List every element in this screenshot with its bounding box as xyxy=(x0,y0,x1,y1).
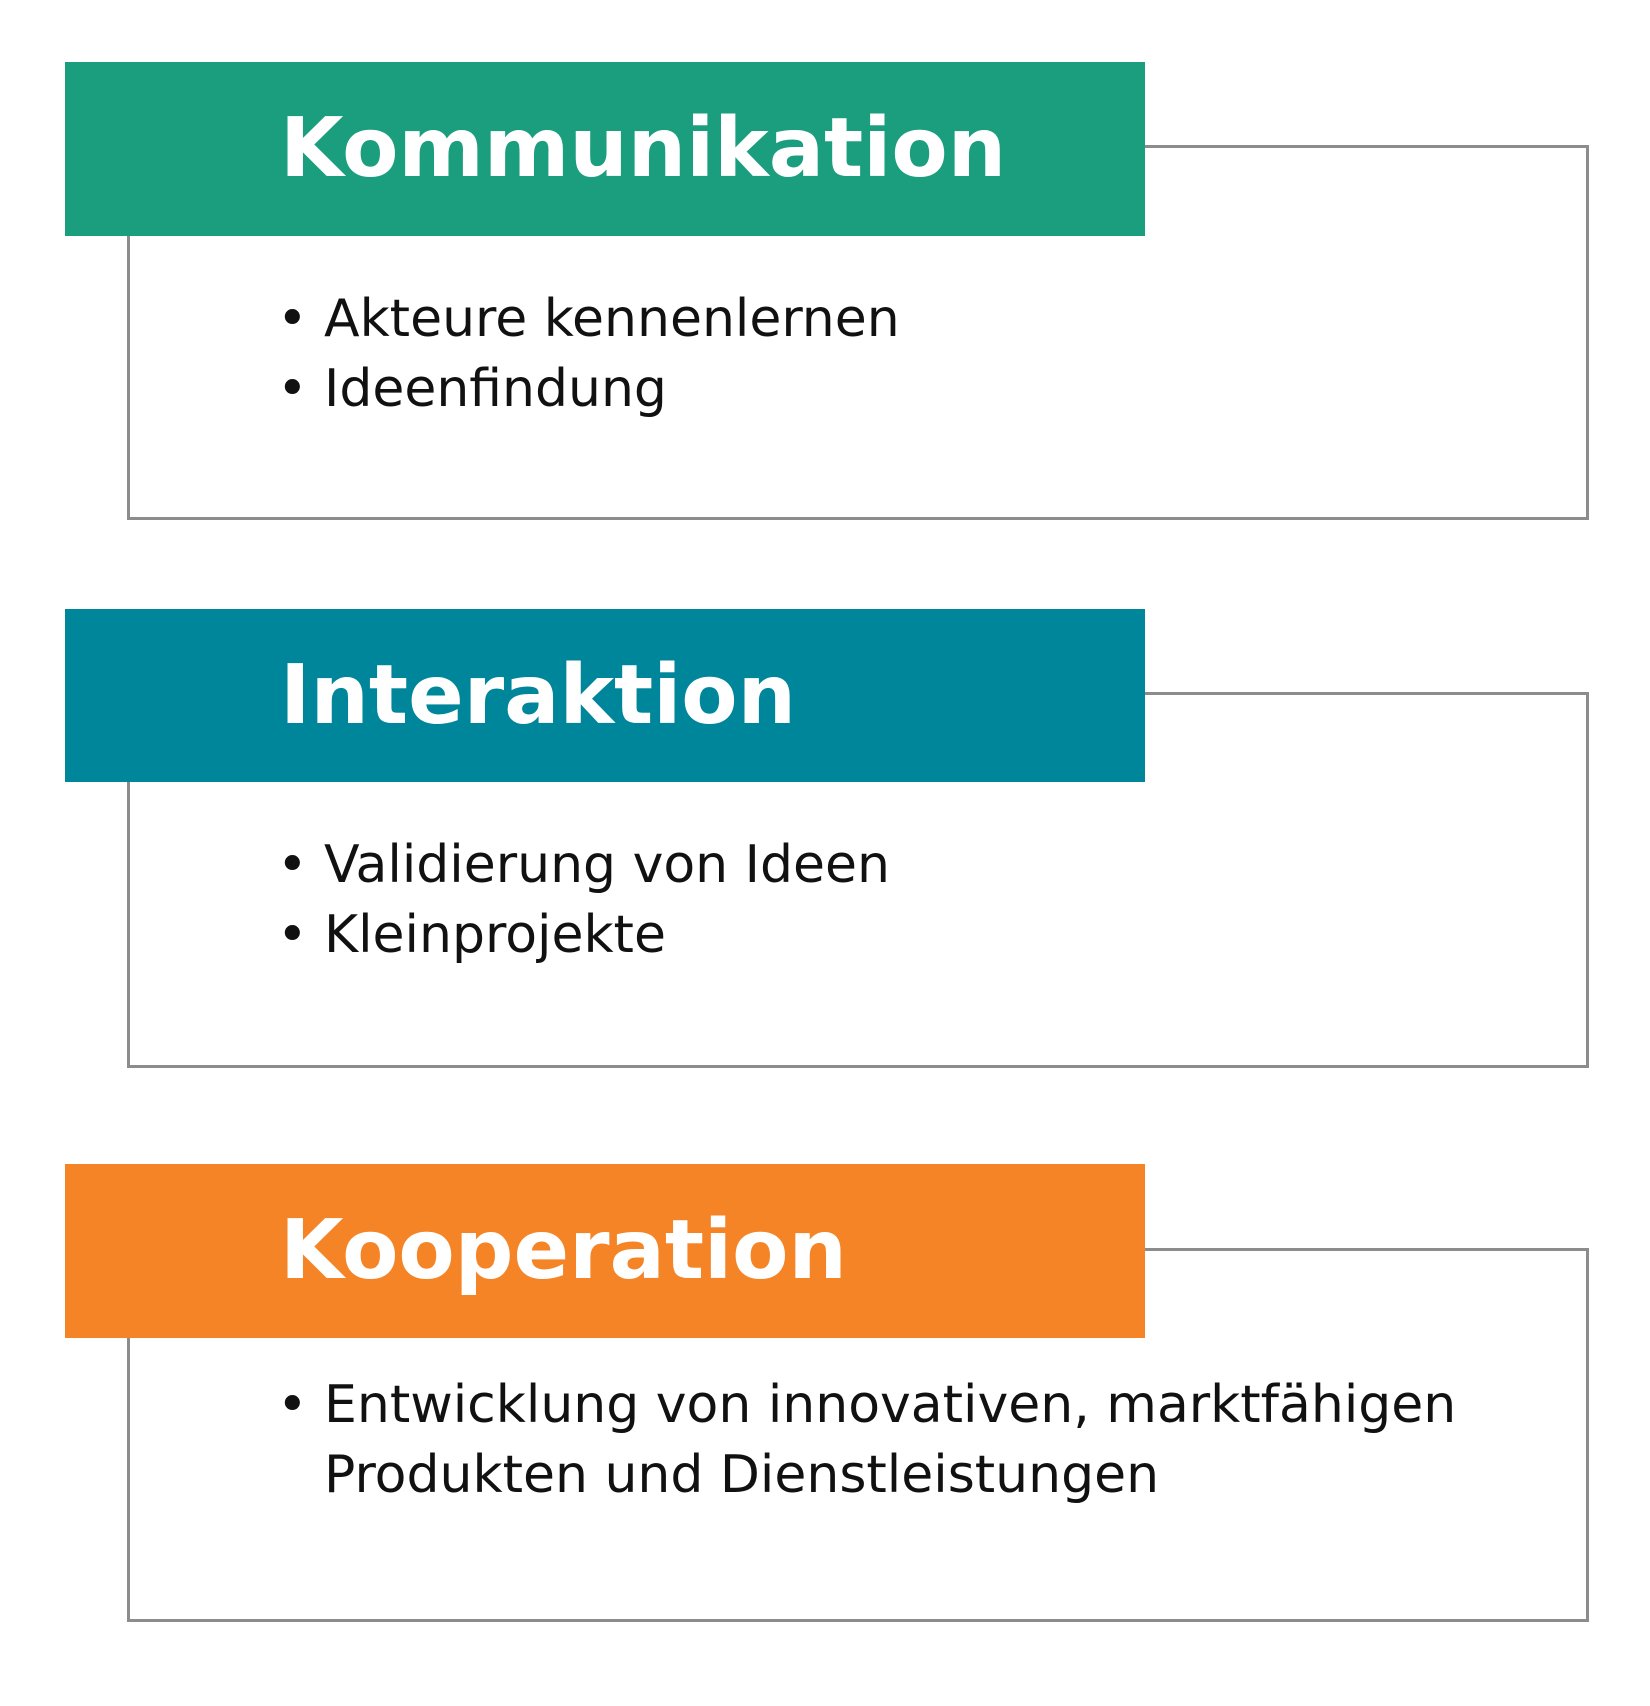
stage-title-interaktion: Interaktion xyxy=(280,647,797,743)
stage-banner-kommunikation: Kommunikation xyxy=(65,62,1145,236)
stage-list-kommunikation: • Akteure kennenlernen • Ideenfindung xyxy=(277,284,1567,424)
stage-banner-interaktion: Interaktion xyxy=(65,609,1145,782)
bullet-glyph: • xyxy=(277,905,308,965)
bullet-glyph: • xyxy=(277,1375,308,1435)
bullet-glyph: • xyxy=(277,835,308,895)
stage-title-kommunikation: Kommunikation xyxy=(280,101,1007,196)
stage-list-interaktion: • Validierung von Ideen • Kleinprojekte xyxy=(277,830,1567,970)
stage-banner-kooperation: Kooperation xyxy=(65,1164,1145,1338)
list-item: • Akteure kennenlernen xyxy=(277,284,1567,354)
list-item: • Ideenfindung xyxy=(277,354,1567,424)
list-item: • Entwicklung von innovativen, marktfähi… xyxy=(277,1370,1557,1510)
stage-title-kooperation: Kooperation xyxy=(280,1203,847,1298)
list-item: • Kleinprojekte xyxy=(277,900,1567,970)
list-item: • Validierung von Ideen xyxy=(277,830,1567,900)
stage-list-kooperation: • Entwicklung von innovativen, marktfähi… xyxy=(277,1370,1557,1510)
bullet-glyph: • xyxy=(277,359,308,419)
bullet-glyph: • xyxy=(277,289,308,349)
